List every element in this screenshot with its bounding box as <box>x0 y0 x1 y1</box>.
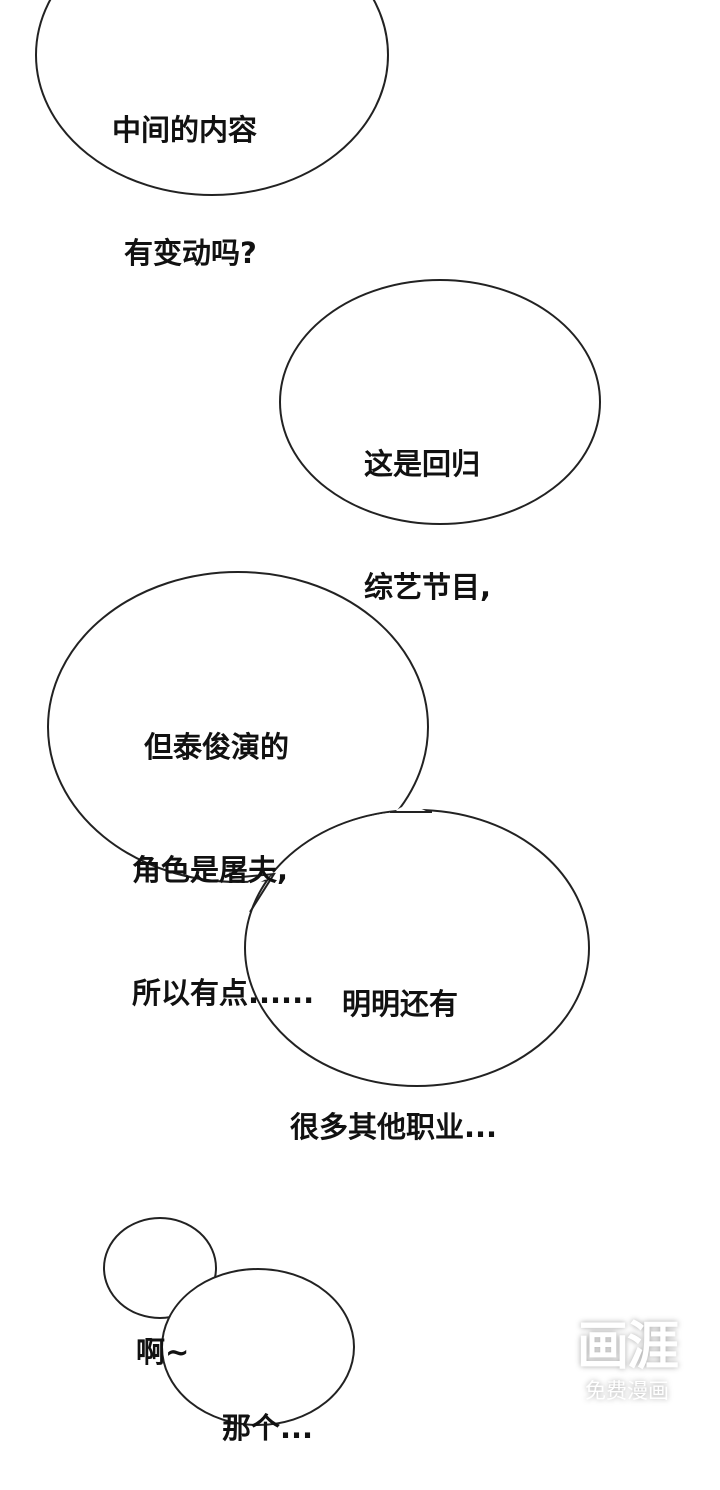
bubble-3b-line-1: 明明还有 <box>342 987 459 1021</box>
bubble-1-text: 中间的内容 有变动吗? <box>112 28 257 315</box>
bubble-1-line-2: 有变动吗? <box>124 236 257 270</box>
bubble-4b-text: 那个... <box>222 1326 313 1490</box>
speech-bubbles-layer <box>35 0 601 1426</box>
bubble-2-text: 这是回归 综艺节目, <box>364 362 491 649</box>
bubble-3b-text: 明明还有 很多其他职业... <box>290 902 497 1189</box>
bubble-4a-line-1: 啊~ <box>136 1335 190 1369</box>
speech-bubble-4-shape <box>103 1217 355 1426</box>
bubble-4b-line-1: 那个... <box>222 1411 314 1445</box>
bubble-2-line-2: 综艺节目, <box>364 570 492 604</box>
bubble-3a-line-1: 但泰俊演的 <box>144 730 290 764</box>
speech-bubble-2-shape <box>279 279 601 525</box>
bubble-4a-text: 啊~ <box>136 1250 189 1414</box>
speech-bubble-3-shape <box>47 571 590 1087</box>
bubble-3a-line-2: 角色是屠夫, <box>132 853 289 887</box>
bubble-3a-line-3: 所以有点...... <box>132 976 315 1010</box>
bubble-3b-line-2: 很多其他职业... <box>290 1110 498 1144</box>
bubble-1-line-1: 中间的内容 <box>112 113 258 147</box>
bubble-2-line-1: 这是回归 <box>364 447 481 481</box>
speech-bubble-1-shape <box>35 0 389 196</box>
bubble-3a-text: 但泰俊演的 角色是屠夫, 所以有点...... <box>132 645 314 1055</box>
watermark-subtitle: 免费漫画 <box>585 1379 669 1403</box>
watermark: 画涯 免费漫画 <box>566 1318 688 1406</box>
watermark-logo: 画涯 <box>576 1317 679 1377</box>
